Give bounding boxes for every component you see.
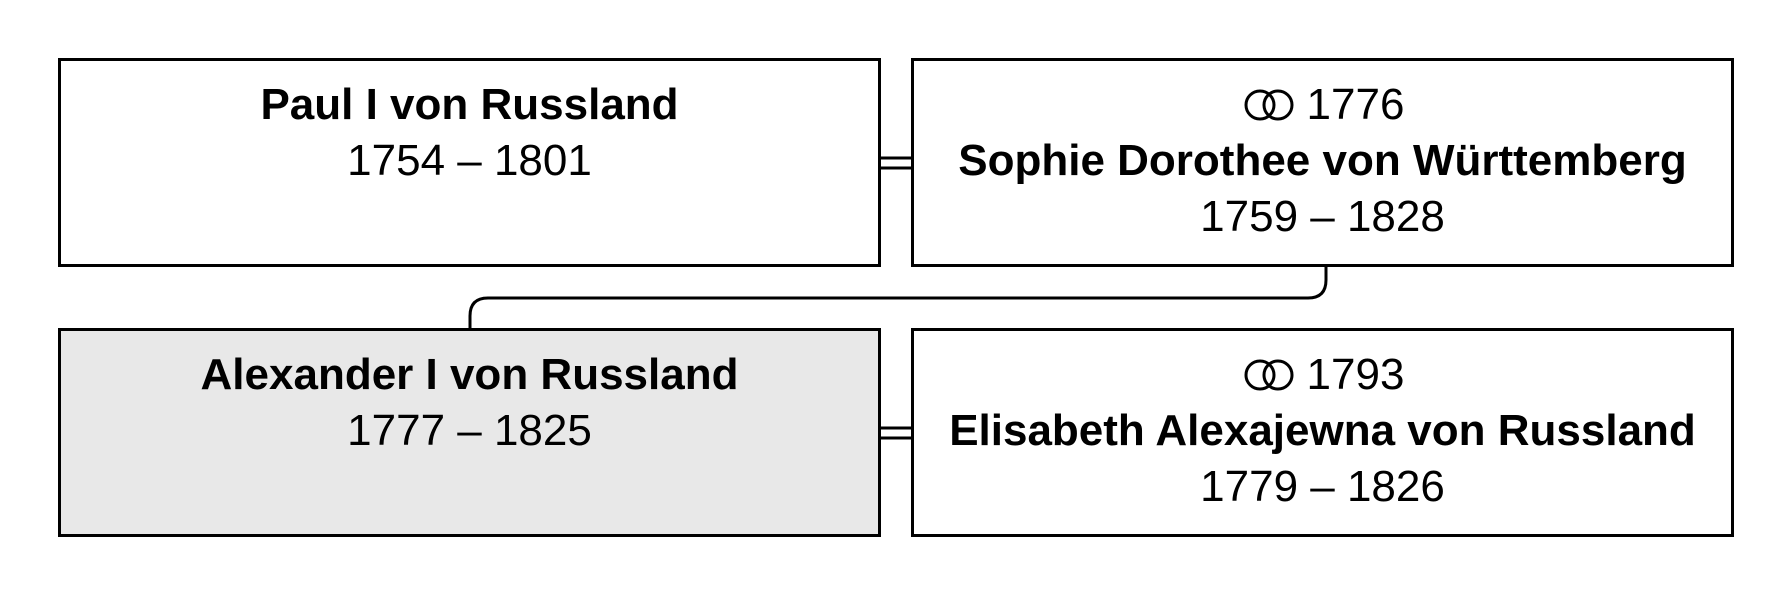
marriage-year: 1793: [1306, 350, 1405, 399]
person-dates: 1754 – 1801: [347, 136, 592, 185]
rings-icon: [1244, 359, 1294, 391]
person-box-sophie[interactable]: 1776 Sophie Dorothee von Württemberg 175…: [911, 58, 1734, 267]
person-name: Sophie Dorothee von Württemberg: [958, 136, 1687, 185]
person-name: Paul I von Russland: [260, 80, 679, 129]
rings-icon: [1244, 89, 1294, 121]
person-box-alexander[interactable]: Alexander I von Russland 1777 – 1825: [58, 328, 881, 537]
person-name: Alexander I von Russland: [200, 350, 739, 399]
person-box-paul[interactable]: Paul I von Russland 1754 – 1801: [58, 58, 881, 267]
person-dates: 1759 – 1828: [1200, 192, 1445, 241]
marriage-info: 1793: [1241, 347, 1405, 403]
person-dates: 1779 – 1826: [1200, 462, 1445, 511]
marriage-year: 1776: [1306, 80, 1405, 129]
person-box-elisabeth[interactable]: 1793 Elisabeth Alexajewna von Russland 1…: [911, 328, 1734, 537]
marriage-link-alexander-elisabeth: [881, 426, 911, 440]
descent-line: [468, 267, 1328, 328]
marriage-info: 1776: [1241, 77, 1405, 133]
person-name: Elisabeth Alexajewna von Russland: [949, 406, 1696, 455]
marriage-link-paul-sophie: [881, 156, 911, 170]
person-dates: 1777 – 1825: [347, 406, 592, 455]
